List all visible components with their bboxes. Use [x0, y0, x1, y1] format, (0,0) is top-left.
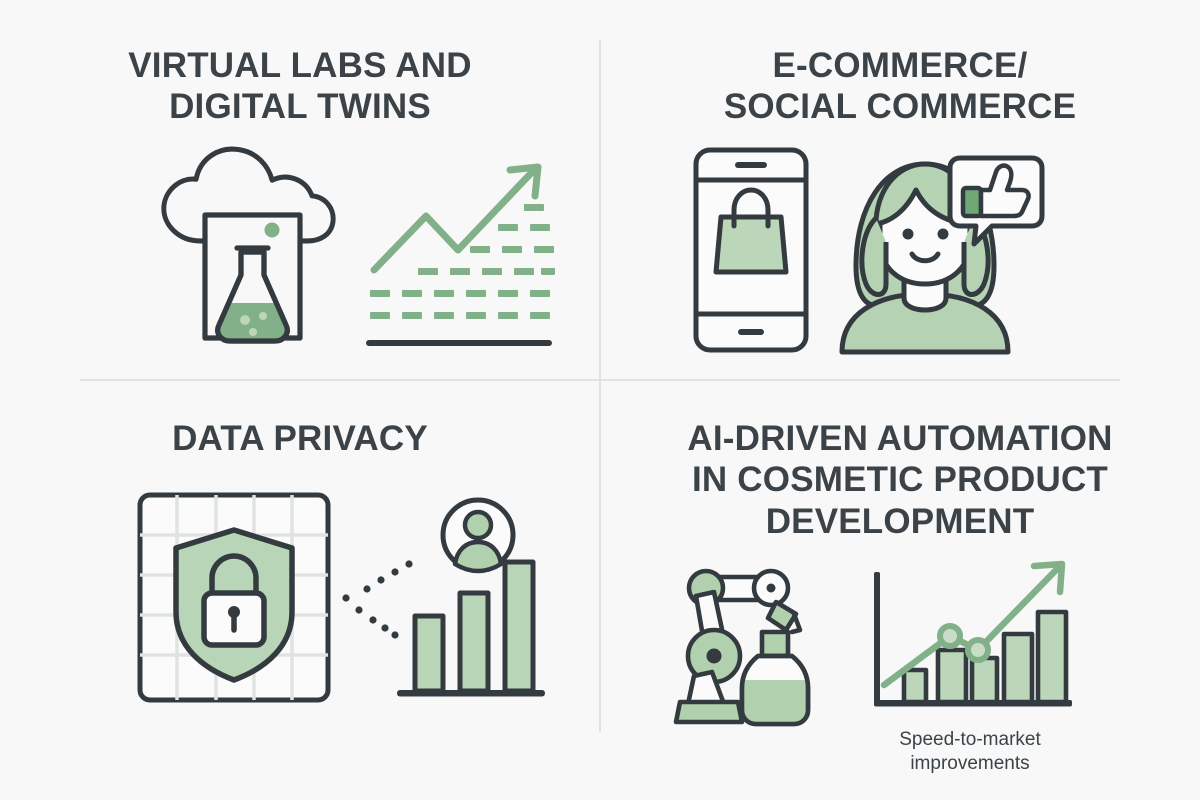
quadrant-title-virtual-labs: VIRTUAL LABS AND DIGITAL TWINS	[128, 46, 472, 127]
horizontal-divider	[80, 379, 1120, 381]
speed-to-market-caption: Speed-to-market improvements	[899, 729, 1041, 774]
speed-to-market-chart-icon	[874, 560, 1072, 707]
quadrant-ecommerce: E-COMMERCE/ SOCIAL COMMERCE	[600, 0, 1200, 380]
quadrant-title-ai-automation: AI-DRIVEN AUTOMATION IN COSMETIC PRODUCT…	[687, 419, 1113, 541]
robot-arm-bottle-icon	[673, 568, 811, 727]
vertical-divider	[599, 40, 601, 732]
quadrant-title-data-privacy: DATA PRIVACY	[172, 419, 428, 458]
mobile-shopping-bag-icon	[693, 147, 809, 353]
cloud-flask-icon	[161, 146, 336, 344]
quadrant-virtual-labs: VIRTUAL LABS AND DIGITAL TWINS	[0, 0, 600, 380]
shield-lock-grid-icon	[137, 492, 331, 703]
growth-dash-chart-icon	[366, 163, 555, 346]
quadrant-ai-automation: AI-DRIVEN AUTOMATION IN COSMETIC PRODUCT…	[600, 380, 1200, 800]
quadrant-data-privacy: DATA PRIVACY	[0, 380, 600, 800]
quadrant-title-ecommerce: E-COMMERCE/ SOCIAL COMMERCE	[723, 46, 1077, 127]
woman-thumbs-up-icon	[839, 155, 1045, 355]
user-bar-chart-icon	[342, 497, 545, 697]
